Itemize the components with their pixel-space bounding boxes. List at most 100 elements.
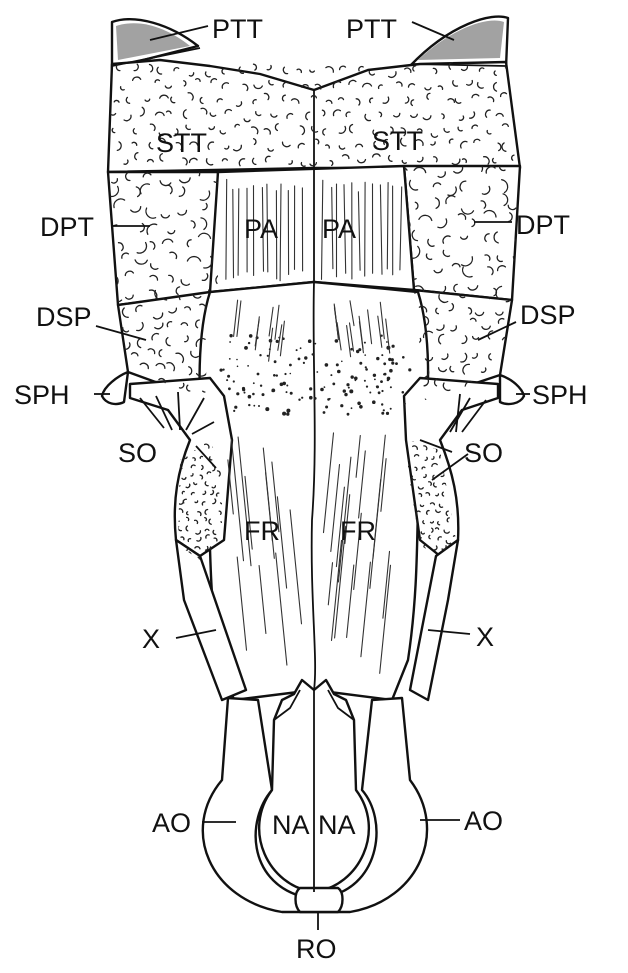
- ornament-dot: [402, 356, 405, 359]
- ornament-dot: [389, 369, 393, 373]
- ornament-dot: [290, 373, 292, 375]
- ornament-dot: [309, 396, 313, 400]
- ornament-dot: [381, 390, 383, 392]
- ornament-dot: [296, 349, 298, 351]
- ornament-dot: [365, 368, 368, 371]
- ornament-dot: [378, 391, 381, 394]
- ornament-dot: [282, 412, 286, 416]
- ornament-dot: [358, 348, 361, 351]
- ornament-dot: [340, 404, 343, 407]
- ornament-squiggle: [507, 349, 512, 356]
- ornament-dot: [276, 340, 279, 343]
- label-na-left: NA: [272, 810, 310, 840]
- ornament-dot: [320, 388, 324, 392]
- parietal-bones: [210, 166, 414, 292]
- ornament-squiggle: [517, 82, 519, 87]
- ornament-dot: [236, 392, 239, 395]
- ornament-dot: [244, 392, 246, 394]
- leader-ptt-right: [412, 22, 454, 40]
- ornament-dot: [364, 380, 366, 382]
- label-pa-left: PA: [244, 214, 278, 244]
- ornament-dot: [369, 392, 371, 394]
- ornament-dot: [290, 392, 293, 395]
- ornament-squiggle: [453, 449, 455, 451]
- ornament-dot: [381, 403, 383, 405]
- label-x-left: X: [142, 624, 160, 654]
- ornament-dot: [298, 399, 300, 401]
- ornament-dot: [383, 362, 386, 365]
- ornament-dot: [248, 404, 250, 406]
- ornament-dot: [395, 362, 398, 365]
- label-sph-left: SPH: [14, 380, 70, 410]
- ornament-dot: [324, 386, 326, 388]
- label-stt-left: STT: [156, 128, 207, 158]
- ornament-dot: [347, 413, 350, 416]
- ornament-dot: [253, 382, 255, 384]
- ornament-dot: [233, 380, 235, 382]
- ornament-squiggle: [424, 545, 425, 548]
- ornament-squiggle: [359, 67, 363, 71]
- ornament-dot: [252, 393, 255, 396]
- ornament-dot: [298, 358, 301, 361]
- ornament-dot: [316, 371, 318, 373]
- ornament-squiggle: [178, 438, 181, 443]
- ornament-dot: [325, 406, 328, 409]
- ornament-dot: [267, 355, 269, 357]
- label-ptt-left: PTT: [212, 14, 263, 44]
- ornament-dot: [343, 389, 346, 392]
- ornament-dot: [341, 361, 343, 363]
- ornament-dot: [364, 342, 366, 344]
- ornament-dot: [223, 369, 225, 371]
- ornament-squiggle: [310, 70, 315, 72]
- ornament-dot: [284, 373, 286, 375]
- ornament-dot: [242, 388, 245, 391]
- ornament-dot: [289, 364, 292, 367]
- ornament-dot: [404, 403, 406, 405]
- dermopterotic-left-bone: [108, 172, 218, 305]
- ornament-dot: [273, 374, 276, 377]
- ornament-dot: [376, 357, 379, 360]
- ornament-dot: [309, 387, 312, 390]
- ornament-dot: [336, 363, 339, 366]
- ornament-dot: [390, 408, 392, 410]
- ornament-dot: [390, 386, 392, 388]
- ornament-dot: [276, 374, 278, 376]
- label-dpt-left: DPT: [40, 212, 94, 242]
- ornament-squiggle: [177, 458, 180, 459]
- ornament-dot: [226, 379, 228, 381]
- ornament-squiggle: [326, 67, 333, 73]
- ornament-dot: [332, 383, 335, 386]
- ornament-dot: [386, 341, 388, 343]
- ornament-dot: [274, 360, 277, 363]
- ornament-dot: [228, 387, 231, 390]
- ornament-dot: [344, 393, 347, 396]
- ornament-dot: [257, 373, 260, 376]
- ornament-dot: [346, 383, 349, 386]
- label-so-right: SO: [464, 438, 503, 468]
- ornament-dot: [300, 347, 302, 349]
- label-na-right: NA: [318, 810, 356, 840]
- ornament-dot: [330, 374, 332, 376]
- ornament-dot: [272, 391, 274, 393]
- ornament-dot: [392, 345, 395, 348]
- ornament-dot: [325, 363, 329, 367]
- ornament-dot: [383, 409, 385, 411]
- label-ao-left: AO: [152, 808, 191, 838]
- ornament-dot: [348, 387, 350, 389]
- ornament-dot: [391, 362, 394, 365]
- ornament-dot: [249, 334, 253, 338]
- ornament-dot: [303, 362, 305, 364]
- label-so-left: SO: [118, 438, 157, 468]
- ornament-squiggle: [283, 67, 287, 73]
- ornament-dot: [229, 358, 231, 360]
- ornament-dot: [282, 382, 286, 386]
- ornament-dot: [327, 398, 330, 401]
- ornament-dot: [376, 385, 379, 388]
- ornament-dot: [408, 368, 411, 371]
- ornament-dot: [402, 391, 405, 394]
- ornament-dot: [312, 353, 314, 355]
- ornament-dot: [350, 348, 353, 351]
- ornament-dot: [286, 385, 288, 387]
- ornament-dot: [381, 412, 384, 415]
- ornament-dot: [308, 339, 312, 343]
